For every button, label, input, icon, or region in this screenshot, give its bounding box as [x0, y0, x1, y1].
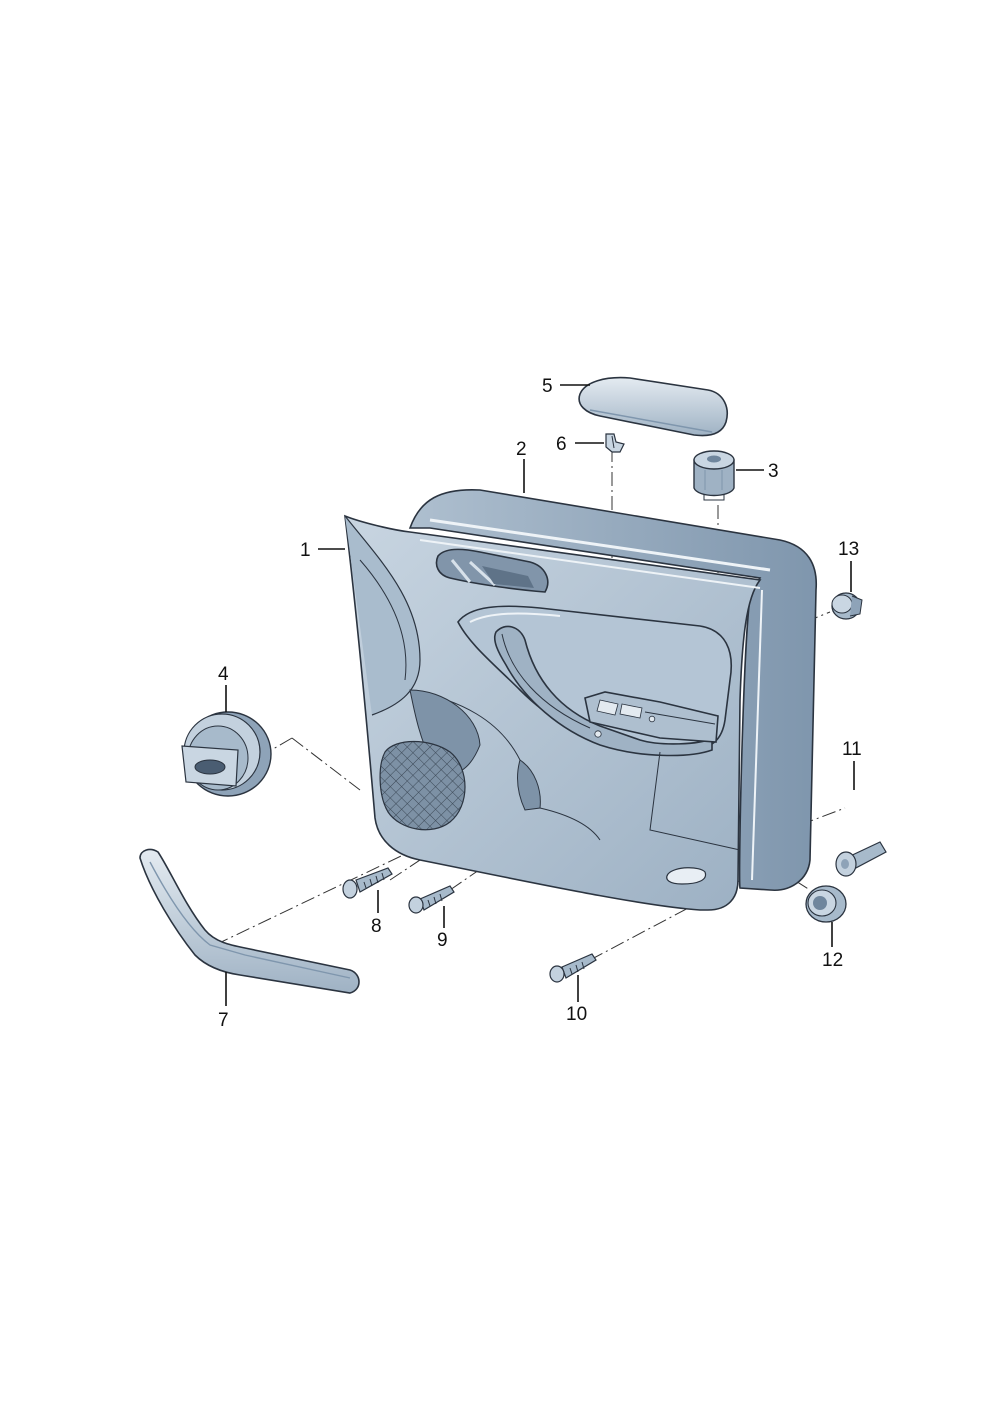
- grab-handle-part-7: [139, 848, 360, 994]
- callout-7: 7: [218, 1010, 229, 1031]
- callout-2: 2: [516, 439, 527, 460]
- screw-part-10: [549, 953, 597, 983]
- screw-part-9: [408, 885, 455, 914]
- callout-13: 13: [838, 539, 859, 560]
- callout-6: 6: [556, 434, 567, 455]
- callout-10: 10: [566, 1004, 587, 1025]
- callout-11: 11: [842, 739, 862, 760]
- armrest-pad-part-5: [578, 376, 728, 437]
- callout-5: 5: [542, 376, 553, 397]
- retainer-part-13: [831, 592, 863, 620]
- callout-8: 8: [371, 916, 382, 937]
- callout-1: 1: [300, 540, 311, 561]
- rivet-part-11: [835, 841, 887, 877]
- clip-part-6: [605, 433, 625, 453]
- callout-numbers: 1 2 3 4 5 6 7 8 9 10 11 12 13: [218, 376, 862, 1031]
- bush-part-12: [805, 885, 847, 923]
- speaker-cover-part-4: [181, 711, 272, 797]
- callout-12: 12: [822, 950, 843, 971]
- cap-part-3: [693, 450, 735, 501]
- callout-4: 4: [218, 664, 229, 685]
- leader-lines: [225, 384, 855, 1006]
- callout-3: 3: [768, 461, 779, 482]
- callout-9: 9: [437, 930, 448, 951]
- screw-part-8: [342, 867, 393, 899]
- door-trim-panel-part-1: [344, 514, 762, 911]
